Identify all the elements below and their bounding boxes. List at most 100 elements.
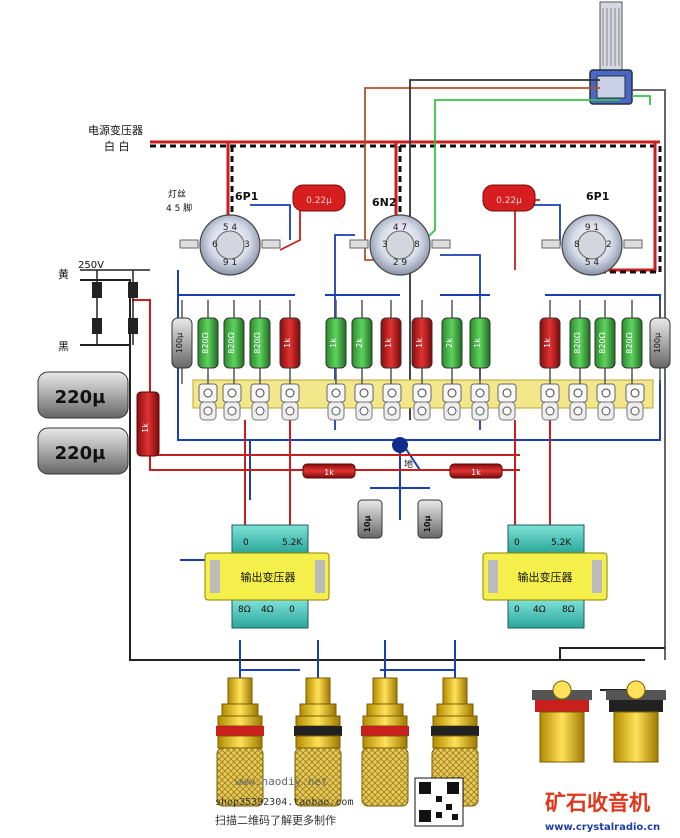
speaker-post-4 xyxy=(431,640,479,807)
wire-yellow-label: 黄 xyxy=(58,267,69,281)
wire-black-label: 黑 xyxy=(58,340,69,353)
coupling-cap-right: 0.22µ xyxy=(482,184,536,212)
small-cap-right: 10µ xyxy=(417,499,443,539)
resistor-r13-value: 820Ω xyxy=(573,332,582,353)
coupling-cap-left: 0.22µ xyxy=(292,184,346,212)
terminal-lug xyxy=(382,383,402,421)
terminal-lug xyxy=(540,383,560,421)
ground-node xyxy=(392,437,408,453)
terminal-lug xyxy=(412,383,432,421)
resistor-r12: 1k xyxy=(539,300,561,384)
supply-resistor-value: 1k xyxy=(141,423,150,433)
tube-left: 5 4 6 3 9 1 xyxy=(179,214,281,276)
small-cap-right-value: 10µ xyxy=(423,515,432,532)
rectifier-voltage: 250V xyxy=(78,260,104,271)
resistor-r8-value: 1k xyxy=(384,338,393,348)
svg-text:5 4: 5 4 xyxy=(585,258,600,268)
resistor-r9-value: 1k xyxy=(415,338,424,348)
resistor-r11-value: 1k xyxy=(473,338,482,348)
resistor-r6-value: 1k xyxy=(329,338,338,348)
coupling-cap-right-value: 0.22µ xyxy=(496,196,522,206)
watermark-site: www.haodiy.net xyxy=(235,775,328,788)
tube-middle: 4 7 3 8 2 9 xyxy=(349,214,451,276)
signal-wires xyxy=(250,79,666,660)
tube-right: 9 1 8 2 5 4 xyxy=(541,214,643,276)
svg-text:2 9: 2 9 xyxy=(393,258,408,268)
svg-text:3: 3 xyxy=(244,240,250,250)
otr-tap-3: 8Ω xyxy=(562,605,575,615)
otl-top-left: 0 xyxy=(243,538,249,548)
terminal-lug xyxy=(198,383,218,421)
small-cap-left: 10µ xyxy=(357,499,383,539)
otl-tap-1: 8Ω xyxy=(238,605,251,615)
coupling-cap-left-value: 0.22µ xyxy=(306,196,332,206)
resistor-r4: 820Ω xyxy=(249,300,271,384)
resistor-r3-value: 820Ω xyxy=(227,332,236,353)
terminal-lug xyxy=(354,383,374,421)
resistor-r15: 820Ω xyxy=(621,300,643,384)
watermark-caption: 扫描二维码了解更多制作 xyxy=(215,813,336,827)
power-transformer-wires: 白 白 xyxy=(104,139,130,153)
svg-text:8: 8 xyxy=(574,240,580,250)
terminal-lug xyxy=(250,383,270,421)
rca-jack-right xyxy=(606,680,666,763)
resistor-r5: 1k xyxy=(279,300,301,384)
speaker-post-1 xyxy=(216,640,264,807)
terminal-lug xyxy=(497,383,517,421)
dropper-resistor-right: 1k xyxy=(449,463,503,479)
watermark-shop: shop35392304.taobao.com xyxy=(215,797,353,808)
rca-jack-left xyxy=(532,680,592,763)
ground-label: 地 xyxy=(404,458,413,470)
terminal-lug xyxy=(625,383,645,421)
resistor-r3: 820Ω xyxy=(223,300,245,384)
volume-potentiometer xyxy=(589,1,633,105)
svg-text:9 1: 9 1 xyxy=(223,258,237,268)
speaker-post-3 xyxy=(361,640,409,807)
svg-text:4 7: 4 7 xyxy=(393,223,407,233)
otl-tap-2: 4Ω xyxy=(261,605,274,615)
resistor-r10-value: 2k xyxy=(445,338,454,348)
svg-text:9 1: 9 1 xyxy=(585,223,599,233)
tube-right-label: 6P1 xyxy=(586,190,609,203)
resistor-r11: 1k xyxy=(469,300,491,384)
terminal-lugs xyxy=(198,383,645,421)
resistor-r14-value: 820Ω xyxy=(598,332,607,353)
resistor-r8: 1k xyxy=(380,300,402,384)
terminal-lug xyxy=(596,383,616,421)
resistor-r4-value: 820Ω xyxy=(253,332,262,353)
resistor-r16: 100µ xyxy=(649,300,671,384)
small-cap-left-value: 10µ xyxy=(363,515,372,532)
filter-cap-top: 220µ xyxy=(37,371,129,419)
dropper-left-value: 1k xyxy=(324,468,334,477)
svg-text:5 4: 5 4 xyxy=(223,223,238,233)
filter-cap-bottom-value: 220µ xyxy=(55,443,106,464)
terminal-lug xyxy=(568,383,588,421)
resistor-r14: 820Ω xyxy=(594,300,616,384)
power-transformer-title: 电源变压器 xyxy=(88,123,143,137)
brand-name: 矿石收音机 xyxy=(545,791,650,815)
dropper-resistor-left: 1k xyxy=(302,463,356,479)
terminal-lug xyxy=(470,383,490,421)
otl-tap-3: 0 xyxy=(289,605,295,615)
resistor-r7-value: 2k xyxy=(355,338,364,348)
resistor-row: 100µ 820Ω 820Ω 820Ω 1k 1k 2k 1k 1k 2k 1k 1k 820Ω 820Ω… xyxy=(171,300,671,384)
resistor-r9: 1k xyxy=(411,300,433,384)
output-transformer-left: 输出变压器 0 5.2K 8Ω 4Ω 0 xyxy=(204,524,330,629)
resistor-r1: 100µ xyxy=(171,300,193,384)
supply-resistor: 1k xyxy=(136,391,160,457)
resistor-r12-value: 1k xyxy=(543,338,552,348)
otr-top-left: 0 xyxy=(514,538,520,548)
output-transformer-right-label: 输出变压器 xyxy=(518,570,573,584)
resistor-r2-value: 820Ω xyxy=(201,332,210,353)
terminal-lug xyxy=(326,383,346,421)
svg-text:6: 6 xyxy=(212,240,218,250)
speaker-terminals xyxy=(216,640,479,807)
resistor-r5-value: 1k xyxy=(283,338,292,348)
resistor-r1-value: 100µ xyxy=(175,333,184,353)
dropper-right-value: 1k xyxy=(471,468,481,477)
resistor-r6: 1k xyxy=(325,300,347,384)
filter-cap-top-value: 220µ xyxy=(55,387,106,408)
resistor-r15-value: 820Ω xyxy=(625,332,634,353)
